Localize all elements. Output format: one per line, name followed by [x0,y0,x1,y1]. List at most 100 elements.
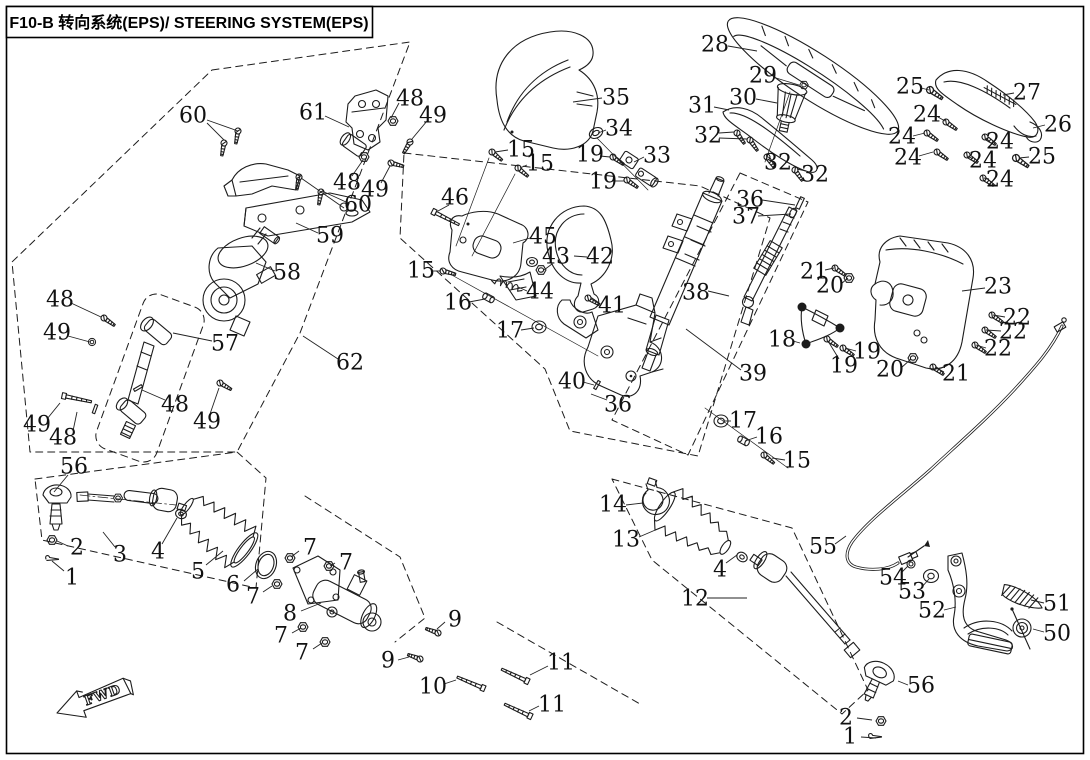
callout-50: 50 [1043,622,1071,647]
callout-7: 7 [274,624,288,649]
mount-bracket-39 [583,293,664,397]
callout-24: 24 [894,146,922,171]
callout-25: 25 [1028,145,1056,170]
hook-lever-42 [546,205,613,339]
callout-26: 26 [1044,113,1072,138]
callout-11: 11 [547,651,575,676]
leader-line [411,120,428,140]
callout-32: 32 [764,151,792,176]
leader-line [685,328,742,371]
spring-50 [1010,607,1032,650]
callout-48: 48 [396,87,424,112]
leader-line [206,119,239,132]
callout-33: 33 [643,144,671,169]
leader-line [300,602,322,612]
callout-21: 21 [942,362,970,387]
leader-line [205,550,224,566]
callout-14: 14 [599,493,627,518]
callout-17: 17 [496,319,524,344]
pedal-pad-51 [1001,584,1043,609]
callout-24: 24 [969,149,997,174]
clamp-14 [641,477,670,515]
page-title: F10-B 转向系统(EPS)/ STEERING SYSTEM(EPS) [9,13,368,32]
pin-27 [983,85,1017,108]
callout-58: 58 [273,261,301,286]
leader-line [625,502,644,506]
leader-line [765,155,771,159]
callout-1: 1 [65,566,79,591]
leader-line [920,87,930,91]
leader-line [300,177,345,209]
callout-59: 59 [316,224,344,249]
callout-25: 25 [896,75,924,100]
leader-line [761,199,796,206]
leader-line [436,621,446,630]
callout-55: 55 [809,535,837,560]
leader-line [56,540,69,547]
leader-line [324,115,350,128]
callout-40: 40 [558,370,586,395]
leader-line [985,137,990,142]
leader-line [255,262,276,272]
column-cover [495,30,599,150]
callout-44: 44 [526,280,554,305]
callout-30: 30 [729,86,757,111]
callout-7: 7 [295,641,309,666]
callout-49: 49 [23,413,51,438]
leader-line [1002,92,1015,96]
leader-line [290,550,300,558]
callout-10: 10 [419,675,447,700]
leader-line [771,457,786,461]
leader-line [67,335,91,343]
callout-37: 37 [732,205,760,230]
leader-line [295,222,319,234]
leader-line [443,679,457,685]
leader-lines [46,45,1046,739]
callout-13: 13 [612,528,640,553]
leader-line [599,155,611,158]
upper-shaft-36-37 [740,196,805,326]
callout-48: 48 [49,426,77,451]
leader-line [796,168,807,172]
callout-15: 15 [507,138,535,163]
leader-line [1030,599,1045,604]
callout-19: 19 [830,354,858,379]
callout-31: 31 [688,94,716,119]
callout-24: 24 [986,130,1014,155]
leader-line [860,736,877,739]
callout-62: 62 [336,351,364,376]
leader-line [934,366,945,373]
leader-line [291,627,302,634]
callout-21: 21 [800,260,828,285]
leader-line [725,554,738,564]
callout-32: 32 [801,163,829,188]
leader-line [529,665,549,676]
leader-line [468,298,486,303]
leader-line [329,562,336,567]
callout-22: 22 [984,337,1012,362]
dash-cover-23 [870,235,975,370]
leader-line [633,156,645,163]
callout-24: 24 [888,125,916,150]
upper-bracket-61 [339,89,389,157]
callout-48: 48 [161,393,189,418]
leader-line [380,165,391,184]
cable-55 [845,317,1067,571]
leader-line [961,287,986,292]
leader-line [494,149,509,153]
callout-16: 16 [444,291,472,316]
leader-line [519,164,528,169]
tie-rod-3 [76,487,188,513]
leader-line [517,286,528,292]
leader-line [70,302,102,318]
callout-45: 45 [529,225,557,250]
latch-housing-45 [448,210,537,301]
screw-axes [455,157,516,257]
callout-52: 52 [918,599,946,624]
callout-7: 7 [303,536,317,561]
callout-60: 60 [179,104,207,129]
leader-line [983,177,990,180]
callout-20: 20 [816,274,844,299]
